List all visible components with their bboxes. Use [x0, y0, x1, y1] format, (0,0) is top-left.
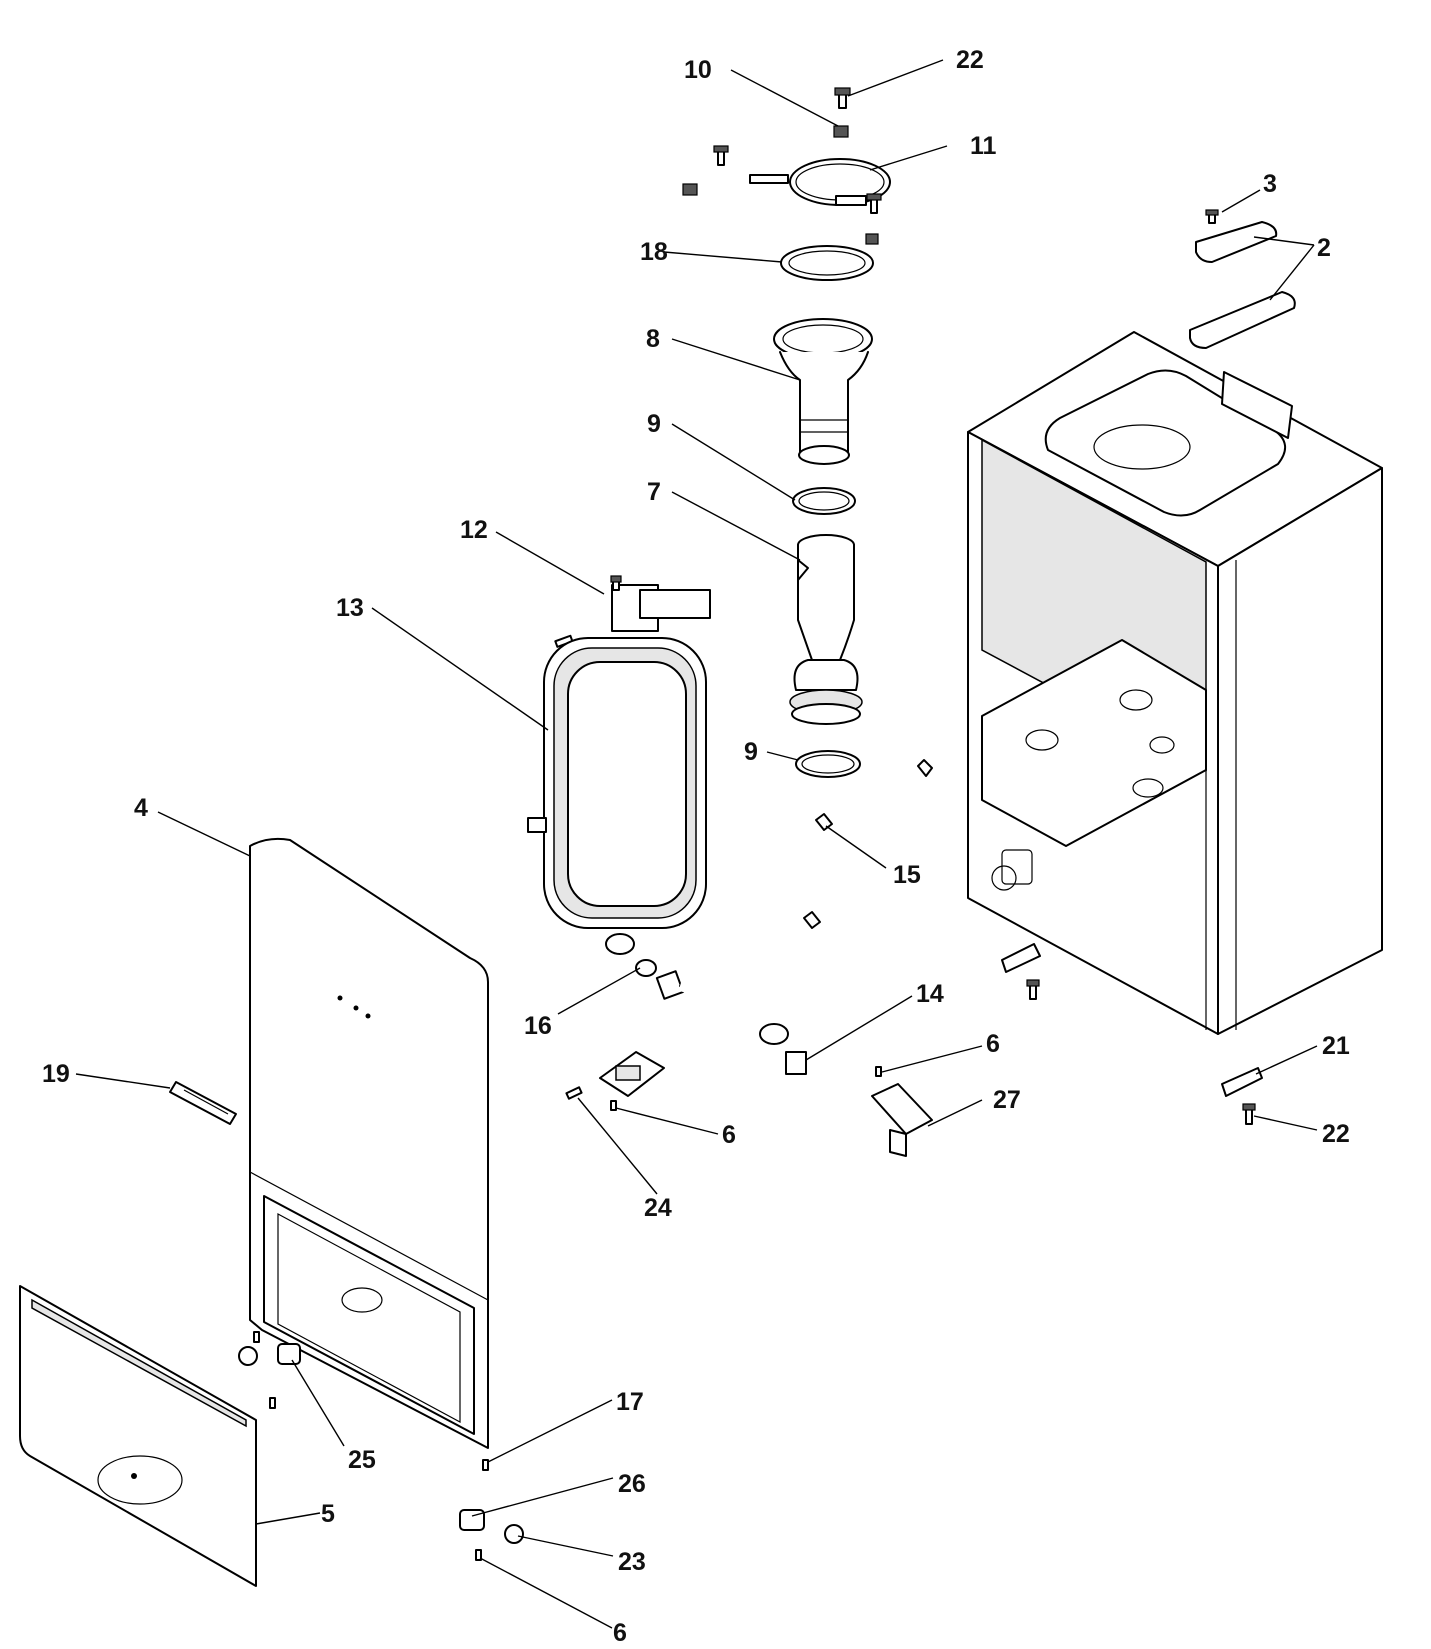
bottom-fixings-right: [459, 1459, 524, 1561]
callout-8: 8: [646, 325, 660, 353]
callout-19: 19: [42, 1060, 70, 1088]
callout-14: 14: [916, 980, 944, 1008]
flue-clamp-screw-top: [834, 87, 851, 109]
support-bracket-27: [871, 1066, 933, 1157]
callout-22-top: 22: [956, 46, 984, 74]
badge-logo: [169, 1081, 237, 1125]
flexible-hose: [655, 970, 807, 1075]
flue-seal-ring-middle: [792, 487, 856, 515]
vessel-washer: [635, 959, 657, 977]
clip-upper: [917, 759, 933, 777]
front-casing-panel: [249, 837, 489, 1449]
callout-25: 25: [348, 1446, 376, 1474]
lower-door-panel: [19, 1285, 257, 1587]
callout-18: 18: [640, 238, 668, 266]
callout-15: 15: [893, 861, 921, 889]
fascia-bracket: [565, 1051, 665, 1111]
callout-13: 13: [336, 594, 364, 622]
callout-4: 4: [134, 794, 148, 822]
callout-17: 17: [616, 1388, 644, 1416]
flue-turret: [789, 534, 863, 725]
clip-lower: [803, 911, 821, 929]
callout-23: 23: [618, 1548, 646, 1576]
callout-5: 5: [321, 1500, 335, 1528]
callout-7: 7: [647, 478, 661, 506]
expansion-vessel: [527, 637, 707, 955]
vessel-bracket: [554, 575, 711, 648]
leader-lines: [75, 59, 1318, 1629]
callout-9-upper: 9: [647, 410, 661, 438]
callout-labels: 2 3 4 5 6 6 6 7 8 9 9 10 11 12 13 14 15 …: [42, 46, 1350, 1647]
boiler-casing-frame: [967, 331, 1383, 1035]
callout-6-right: 6: [986, 1030, 1000, 1058]
callout-2: 2: [1317, 234, 1331, 262]
callout-6-middle: 6: [722, 1121, 736, 1149]
flue-adaptor: [773, 318, 873, 465]
callout-21: 21: [1322, 1032, 1350, 1060]
callout-6-bottom: 6: [613, 1619, 627, 1647]
bottom-fixings-left: [238, 1331, 301, 1409]
flue-clamp-nut: [833, 125, 849, 138]
flue-seal-ring-top: [780, 245, 874, 281]
clip-middle: [815, 813, 833, 831]
callout-24: 24: [644, 1194, 672, 1222]
callout-10: 10: [684, 56, 712, 84]
frame-bracket-21: [1221, 1067, 1263, 1125]
callout-9-lower: 9: [744, 738, 758, 766]
callout-26: 26: [618, 1470, 646, 1498]
callout-12: 12: [460, 516, 488, 544]
callout-16: 16: [524, 1012, 552, 1040]
callout-3: 3: [1263, 170, 1277, 198]
hinge-bracket-right: [1001, 943, 1041, 1000]
flue-clamp-ring: [682, 145, 891, 245]
access-cover-plates: [1189, 209, 1296, 349]
flue-seal-ring-bottom: [795, 750, 861, 778]
callout-27: 27: [993, 1086, 1021, 1114]
callout-22-right: 22: [1322, 1120, 1350, 1148]
callout-11: 11: [970, 132, 997, 160]
